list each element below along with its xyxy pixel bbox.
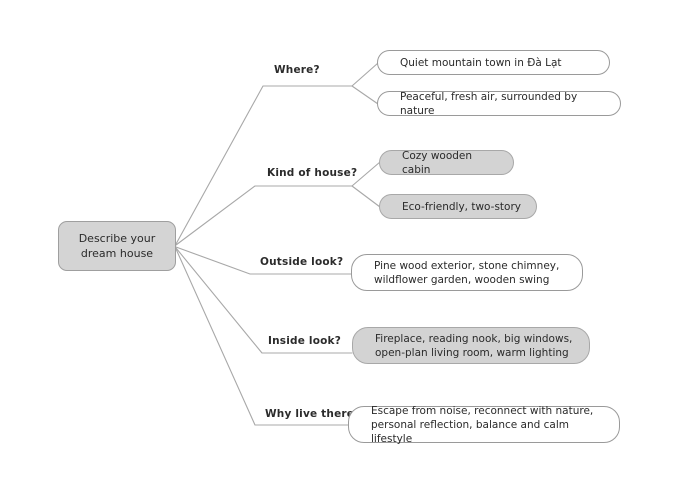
- link-where: [175, 85, 353, 245]
- link-kind: [175, 185, 353, 246]
- branch-label-why-live-there[interactable]: Why live there?: [265, 408, 361, 420]
- leaf-kind-1[interactable]: Cozy wooden cabin: [379, 149, 514, 176]
- central-topic-line2: dream house: [80, 247, 154, 260]
- leaf-text-line2: wildflower garden, wooden swing: [374, 273, 550, 286]
- central-topic-line1: Describe your: [78, 232, 156, 245]
- branch-label-outside-look[interactable]: Outside look?: [260, 256, 344, 268]
- link-inside: [175, 247, 353, 354]
- branch-label-where[interactable]: Where?: [274, 64, 320, 76]
- leaf-where-2[interactable]: Peaceful, fresh air, surrounded by natur…: [377, 90, 621, 117]
- leaf-text-line2: personal reflection, balance and calm li…: [371, 418, 569, 445]
- link-why: [175, 248, 349, 426]
- leaf-text: Cozy wooden cabin: [402, 149, 473, 176]
- leaf-kind-2[interactable]: Eco-friendly, two-story: [379, 194, 537, 219]
- leaf-where-1[interactable]: Quiet mountain town in Đà Lạt: [377, 50, 610, 75]
- leaf-text-line1: Fireplace, reading nook, big windows,: [375, 332, 573, 345]
- link-where-leaf1: [351, 62, 379, 87]
- leaf-text: Eco-friendly, two-story: [402, 200, 521, 213]
- branch-label-inside-look[interactable]: Inside look?: [268, 335, 342, 347]
- branch-label-kind-of-house[interactable]: Kind of house?: [267, 167, 358, 179]
- leaf-text-line1: Escape from noise, reconnect with nature…: [371, 404, 594, 417]
- link-kind-leaf2: [351, 185, 381, 208]
- leaf-text-line2: open-plan living room, warm lighting: [375, 346, 569, 359]
- leaf-inside-1[interactable]: Fireplace, reading nook, big windows, op…: [352, 327, 590, 364]
- link-kind-leaf1: [351, 161, 381, 187]
- leaf-why-1[interactable]: Escape from noise, reconnect with nature…: [348, 404, 620, 445]
- leaf-text: Quiet mountain town in Đà Lạt: [400, 56, 562, 69]
- leaf-text-line1: Pine wood exterior, stone chimney,: [374, 259, 560, 272]
- link-outside: [175, 246, 353, 275]
- leaf-outside-1[interactable]: Pine wood exterior, stone chimney, wildf…: [351, 254, 583, 291]
- leaf-text: Peaceful, fresh air, surrounded by natur…: [400, 90, 578, 117]
- link-where-leaf2: [351, 85, 379, 105]
- central-topic[interactable]: Describe your dream house: [58, 221, 176, 271]
